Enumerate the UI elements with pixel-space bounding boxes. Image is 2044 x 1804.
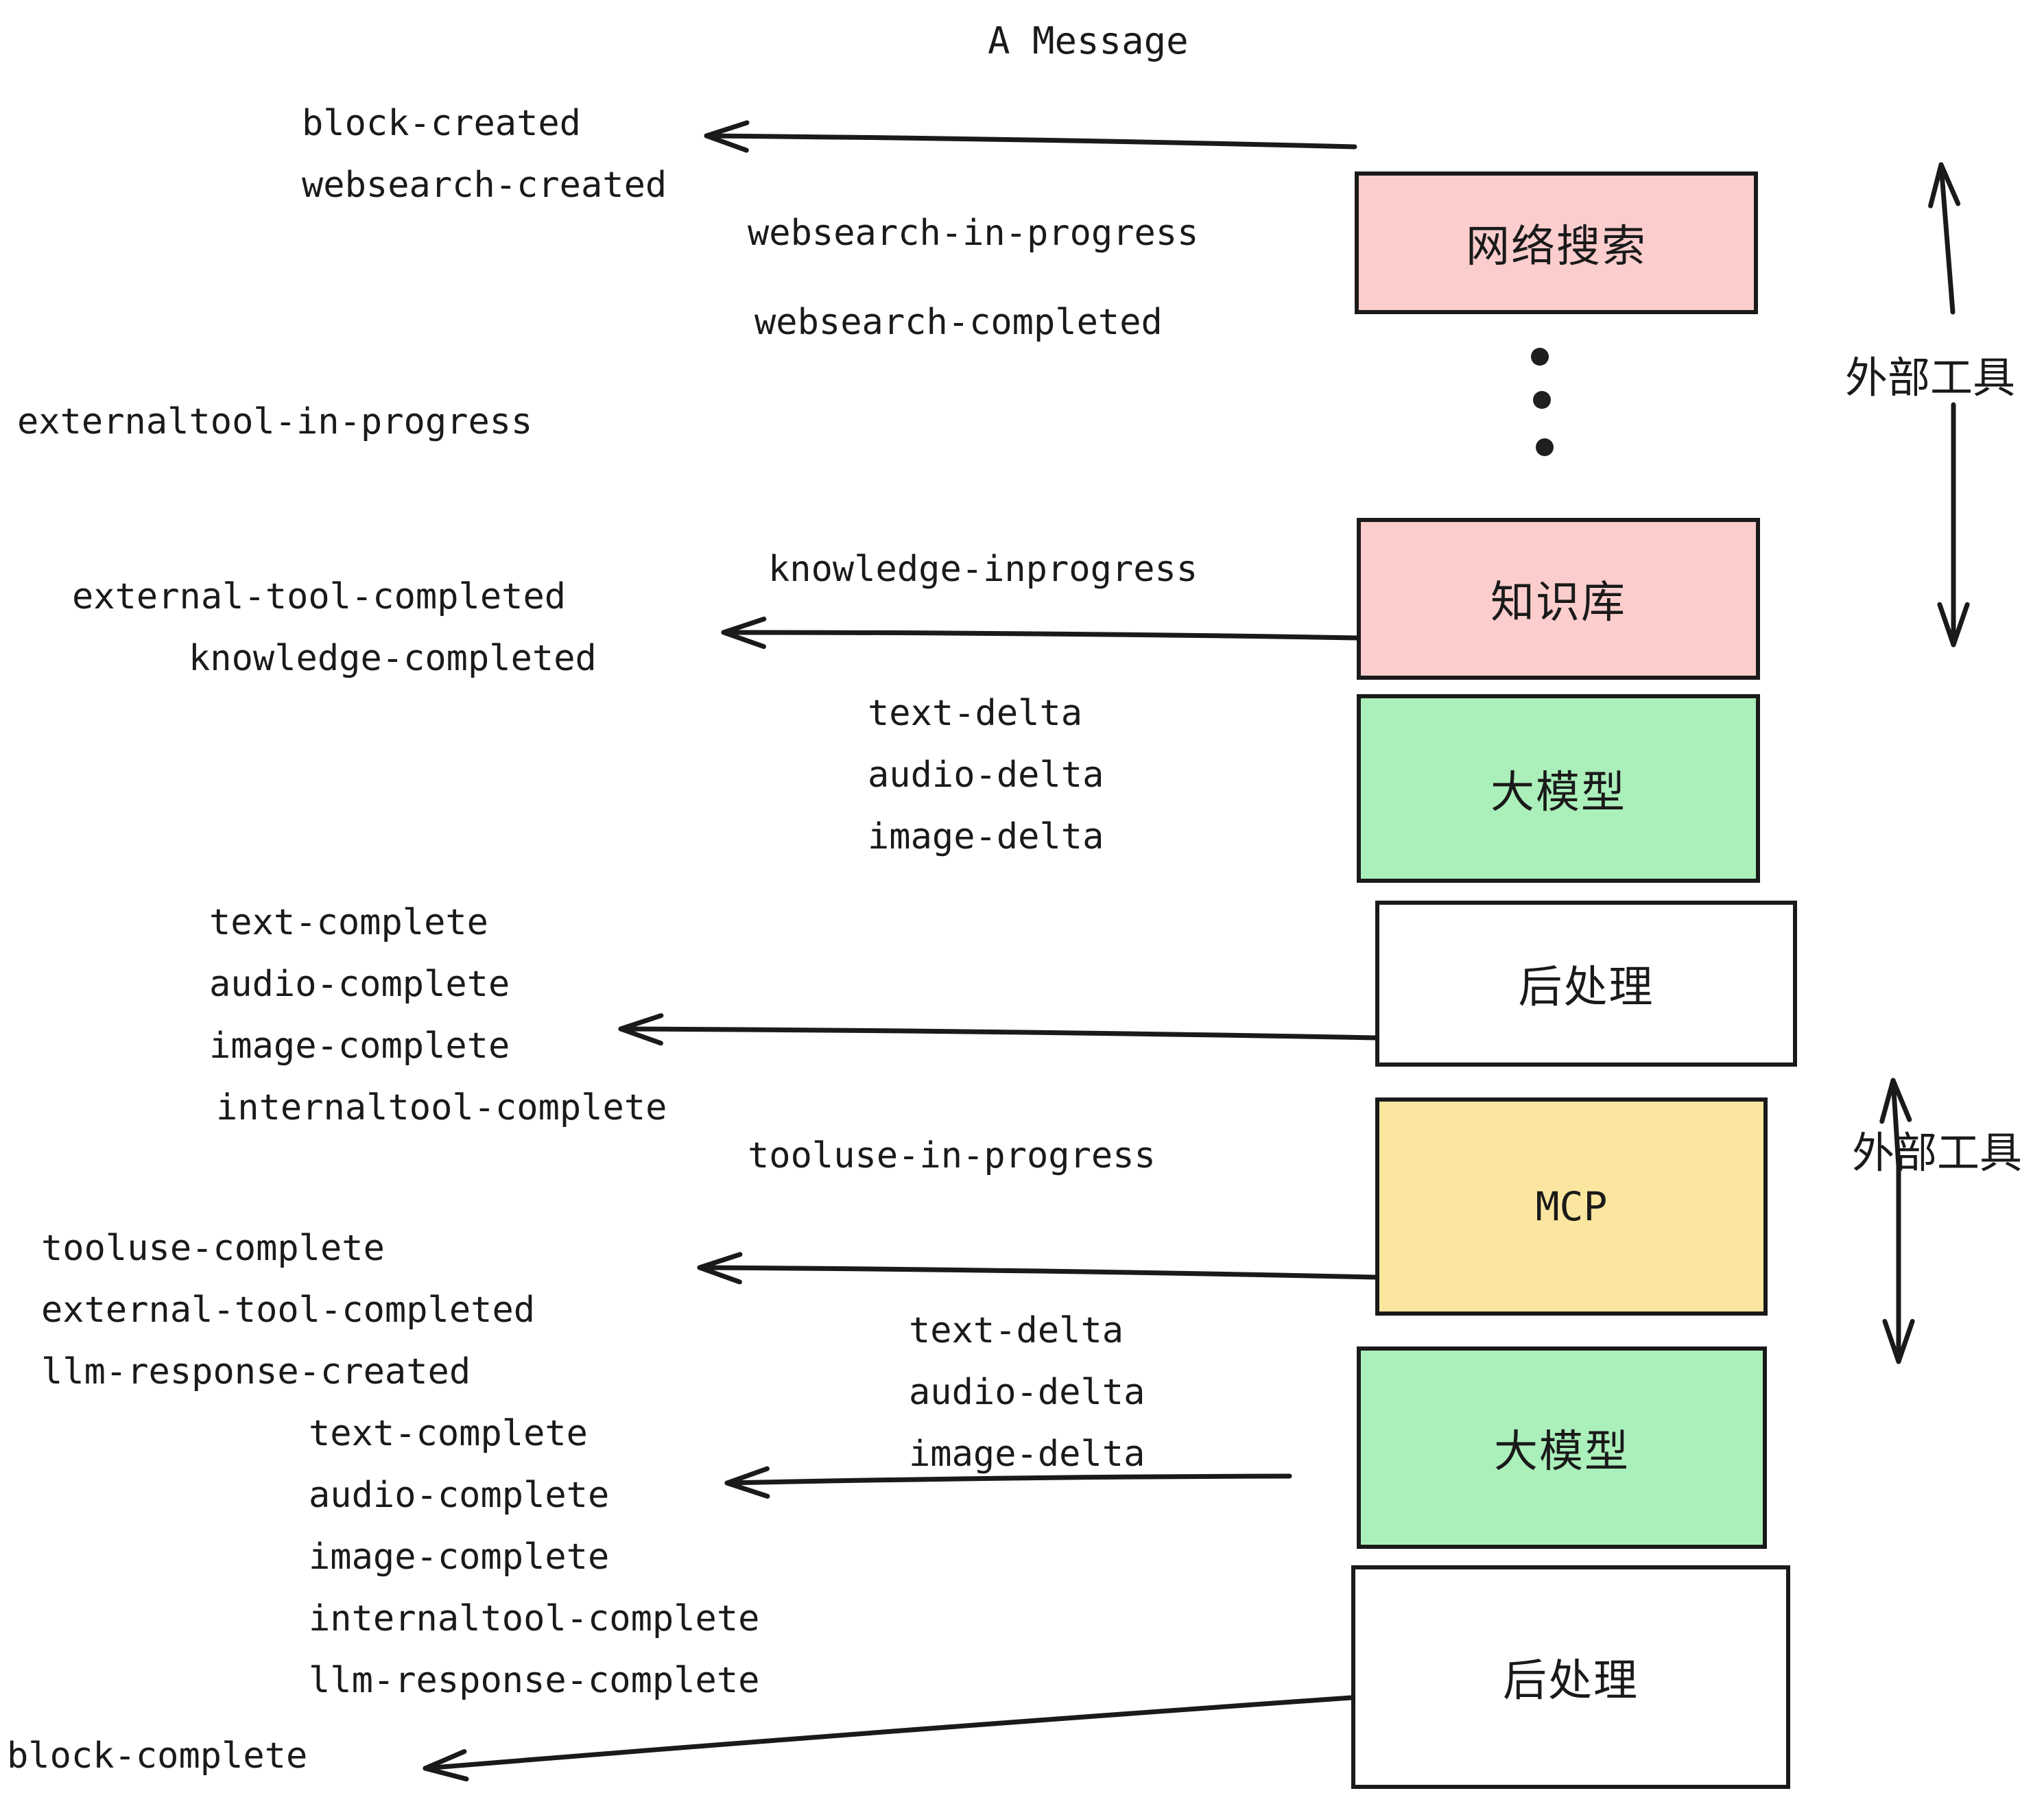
arrow-knowledge-done-shaft [721,630,1359,641]
event-text-complete-2: text-complete [309,1413,588,1454]
event-external-tool-completed-1: external-tool-completed [72,576,567,617]
event-websearch-created: websearch-created [302,165,667,206]
node-post-bottom: 后处理 [1351,1565,1790,1789]
node-mcp: MCP [1375,1097,1768,1316]
node-websearch: 网络搜索 [1355,171,1758,314]
event-audio-delta-1: audio-delta [868,755,1104,796]
arrow-tooluse-complete-head [697,1252,743,1285]
event-internaltool-complete-1: internaltool-complete [216,1087,667,1128]
scope-top-up-shaft [1938,162,1956,315]
side-label-external-tools-bottom: 外部工具 [1852,1128,2023,1178]
side-label-external-tools-top: 外部工具 [1845,353,2016,403]
event-text-delta-1: text-delta [868,693,1083,734]
event-external-tool-completed-2: external-tool-completed [41,1290,536,1331]
ellipsis-dot-2 [1533,391,1551,409]
event-text-complete-1: text-complete [209,902,488,943]
arrow-audio-complete-head [724,1466,770,1499]
event-block-complete: block-complete [7,1735,308,1777]
node-knowledge: 知识库 [1357,518,1760,680]
arrow-block-created-shaft [704,133,1357,150]
event-audio-complete-1: audio-complete [209,964,510,1005]
event-image-complete-2: image-complete [309,1536,610,1578]
event-image-delta-2: image-delta [909,1434,1145,1475]
event-internaltool-complete-2: internaltool-complete [309,1598,760,1639]
event-image-delta-1: image-delta [868,816,1104,857]
event-websearch-completed: websearch-completed [754,302,1163,343]
scope-top-down-head [1937,602,1970,648]
arrow-block-complete-head [423,1749,469,1782]
scope-bottom-up-head [1879,1078,1912,1124]
event-llm-response-created: llm-response-created [41,1351,471,1392]
arrow-audio-complete-shaft [724,1473,1292,1486]
event-image-complete-1: image-complete [209,1025,510,1067]
event-audio-complete-2: audio-complete [309,1475,610,1516]
event-externaltool-in-progress: externaltool-in-progress [17,401,533,442]
arrow-tooluse-complete-shaft [697,1265,1378,1280]
ellipsis-dot-1 [1531,348,1549,366]
arrow-image-complete-head [618,1013,664,1046]
event-tooluse-in-progress: tooluse-in-progress [748,1135,1156,1176]
arrow-knowledge-done-head [721,616,767,650]
scope-top-up-head [1928,162,1961,209]
ellipsis-dot-3 [1536,438,1554,456]
event-block-created: block-created [302,103,581,144]
arrow-image-complete-shaft [618,1026,1378,1041]
node-llm-bottom: 大模型 [1357,1346,1767,1549]
event-text-delta-2: text-delta [909,1310,1124,1351]
event-tooluse-complete: tooluse-complete [41,1228,385,1269]
arrow-block-complete-shaft [423,1695,1354,1771]
node-llm-top: 大模型 [1357,694,1760,883]
event-llm-response-complete: llm-response-complete [309,1660,760,1701]
scope-bottom-up-shaft [1890,1078,1901,1169]
scope-bottom-down-head [1882,1318,1915,1364]
node-post-top: 后处理 [1375,901,1797,1067]
event-knowledge-inprogress: knowledge-inprogress [768,549,1198,590]
event-audio-delta-2: audio-delta [909,1372,1145,1413]
event-knowledge-completed: knowledge-completed [189,638,597,679]
page-title: A Message [988,19,1189,62]
arrow-block-created-head [704,120,750,153]
event-websearch-in-progress: websearch-in-progress [748,213,1199,254]
